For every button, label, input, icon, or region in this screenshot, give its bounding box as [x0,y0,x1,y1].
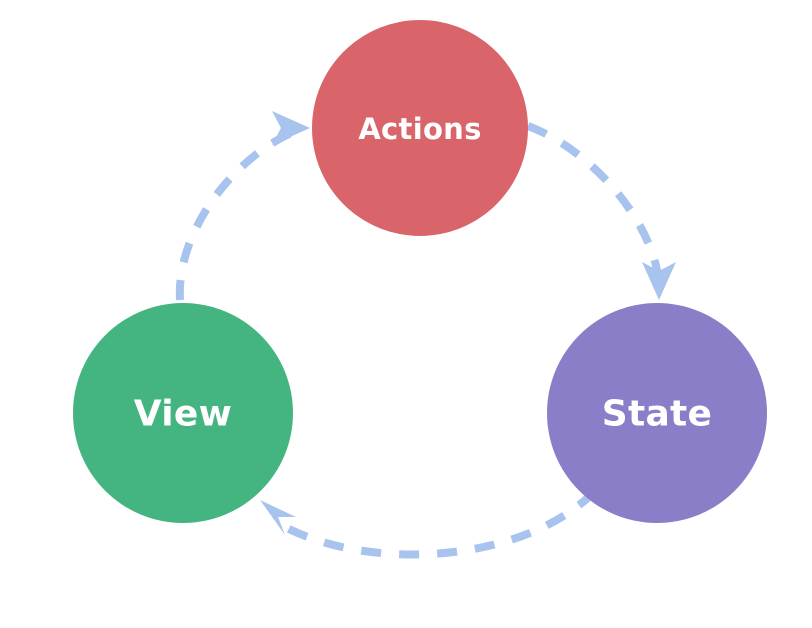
edge-view-to-actions-arrowhead [272,111,310,145]
edge-state-to-view [260,489,597,559]
node-view[interactable]: View [73,303,293,523]
edge-actions-to-state [526,122,676,300]
edge-actions-to-state-arrowhead [642,262,676,300]
edge-state-to-view-path [273,489,597,559]
node-view-circle[interactable] [73,303,293,523]
edge-actions-to-state-path [526,122,663,285]
node-actions[interactable]: Actions [312,20,528,236]
edge-view-to-actions [175,111,310,301]
node-state-label: State [602,394,713,435]
node-state-circle[interactable] [547,303,767,523]
node-actions-circle[interactable] [312,20,528,236]
node-actions-label: Actions [358,112,481,146]
node-state[interactable]: State [547,303,767,523]
edge-view-to-actions-path [175,127,298,301]
node-view-label: View [134,394,232,435]
edge-state-to-view-arrowhead [260,500,296,535]
node-group: Actions View State [73,20,767,523]
edge-group [175,111,676,559]
